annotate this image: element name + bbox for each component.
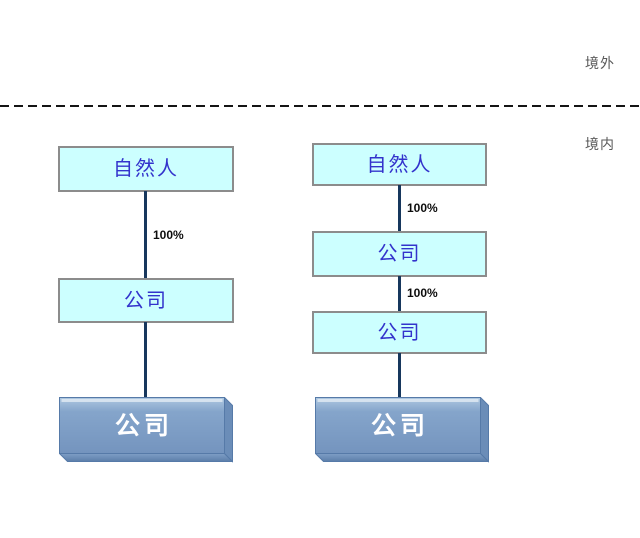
left-opco-front-face (59, 397, 225, 454)
right-holdco2-box: 公司 (312, 311, 487, 354)
left-opco-3d-box: 公司 (59, 397, 233, 463)
left-ownership-pct-1: 100% (153, 228, 184, 242)
right-connector-3 (398, 353, 401, 398)
left-opco-bottom-face (59, 453, 233, 462)
onshore-region-label: 境内 (585, 138, 615, 153)
left-opco-right-face (224, 397, 233, 463)
offshore-region-label: 境外 (585, 57, 615, 72)
right-ownership-pct-1: 100% (407, 201, 438, 215)
right-opco-highlight (317, 399, 479, 402)
right-opco-right-face (480, 397, 489, 463)
right-opco-3d-box: 公司 (315, 397, 489, 463)
left-opco-highlight (61, 399, 223, 402)
left-shareholder-box: 自然人 (58, 146, 234, 192)
right-holdco1-box: 公司 (312, 231, 487, 277)
left-connector-1 (144, 191, 147, 279)
right-ownership-pct-2: 100% (407, 286, 438, 300)
right-connector-2 (398, 276, 401, 312)
left-opco-label: 公司 (115, 413, 173, 440)
border-dashed-line (0, 105, 640, 107)
right-opco-front-face (315, 397, 481, 454)
right-opco-label: 公司 (371, 413, 429, 440)
left-holdco-box: 公司 (58, 278, 234, 323)
right-opco-bottom-face (315, 453, 489, 462)
right-connector-1 (398, 185, 401, 232)
right-shareholder-box: 自然人 (312, 143, 487, 186)
left-connector-2 (144, 322, 147, 398)
